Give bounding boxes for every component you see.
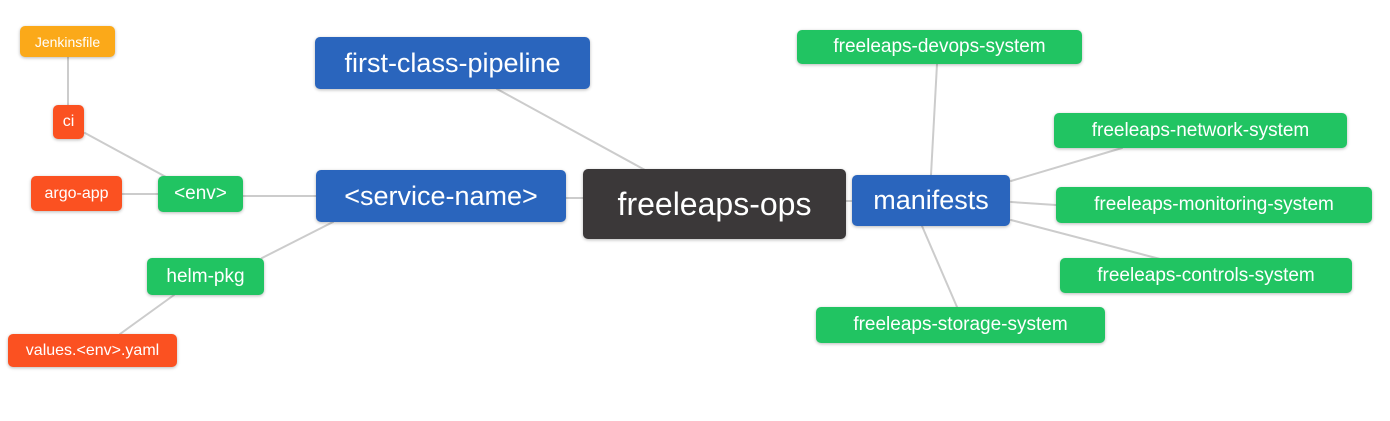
edge-values-helm-pkg [119, 294, 175, 335]
edge-manifests-network-system [1010, 147, 1123, 182]
node-ci[interactable]: ci [53, 105, 84, 139]
edge-helm-pkg-service-name [261, 221, 334, 259]
node-env[interactable]: <env> [158, 176, 243, 212]
node-helm-pkg[interactable]: helm-pkg [147, 258, 264, 295]
edge-manifests-monitoring-system [1010, 201, 1057, 206]
node-freeleaps-ops[interactable]: freeleaps-ops [583, 169, 846, 239]
node-jenkinsfile[interactable]: Jenkinsfile [20, 26, 115, 57]
node-first-class-pipeline[interactable]: first-class-pipeline [315, 37, 590, 89]
edge-manifests-controls-system [1010, 219, 1161, 260]
edge-manifests-devops-system [930, 63, 938, 176]
node-freeleaps-controls-system[interactable]: freeleaps-controls-system [1060, 258, 1352, 293]
edge-pipeline-freeleaps-ops [496, 88, 646, 171]
node-freeleaps-monitoring-system[interactable]: freeleaps-monitoring-system [1056, 187, 1372, 223]
node-argo-app[interactable]: argo-app [31, 176, 122, 211]
node-manifests[interactable]: manifests [852, 175, 1010, 226]
node-freeleaps-devops-system[interactable]: freeleaps-devops-system [797, 30, 1082, 64]
edge-manifests-storage-system [921, 225, 958, 308]
node-values-env-yaml[interactable]: values.<env>.yaml [8, 334, 177, 367]
edge-ci-env [84, 132, 167, 178]
node-service-name[interactable]: <service-name> [316, 170, 566, 222]
node-freeleaps-network-system[interactable]: freeleaps-network-system [1054, 113, 1347, 148]
node-freeleaps-storage-system[interactable]: freeleaps-storage-system [816, 307, 1105, 343]
